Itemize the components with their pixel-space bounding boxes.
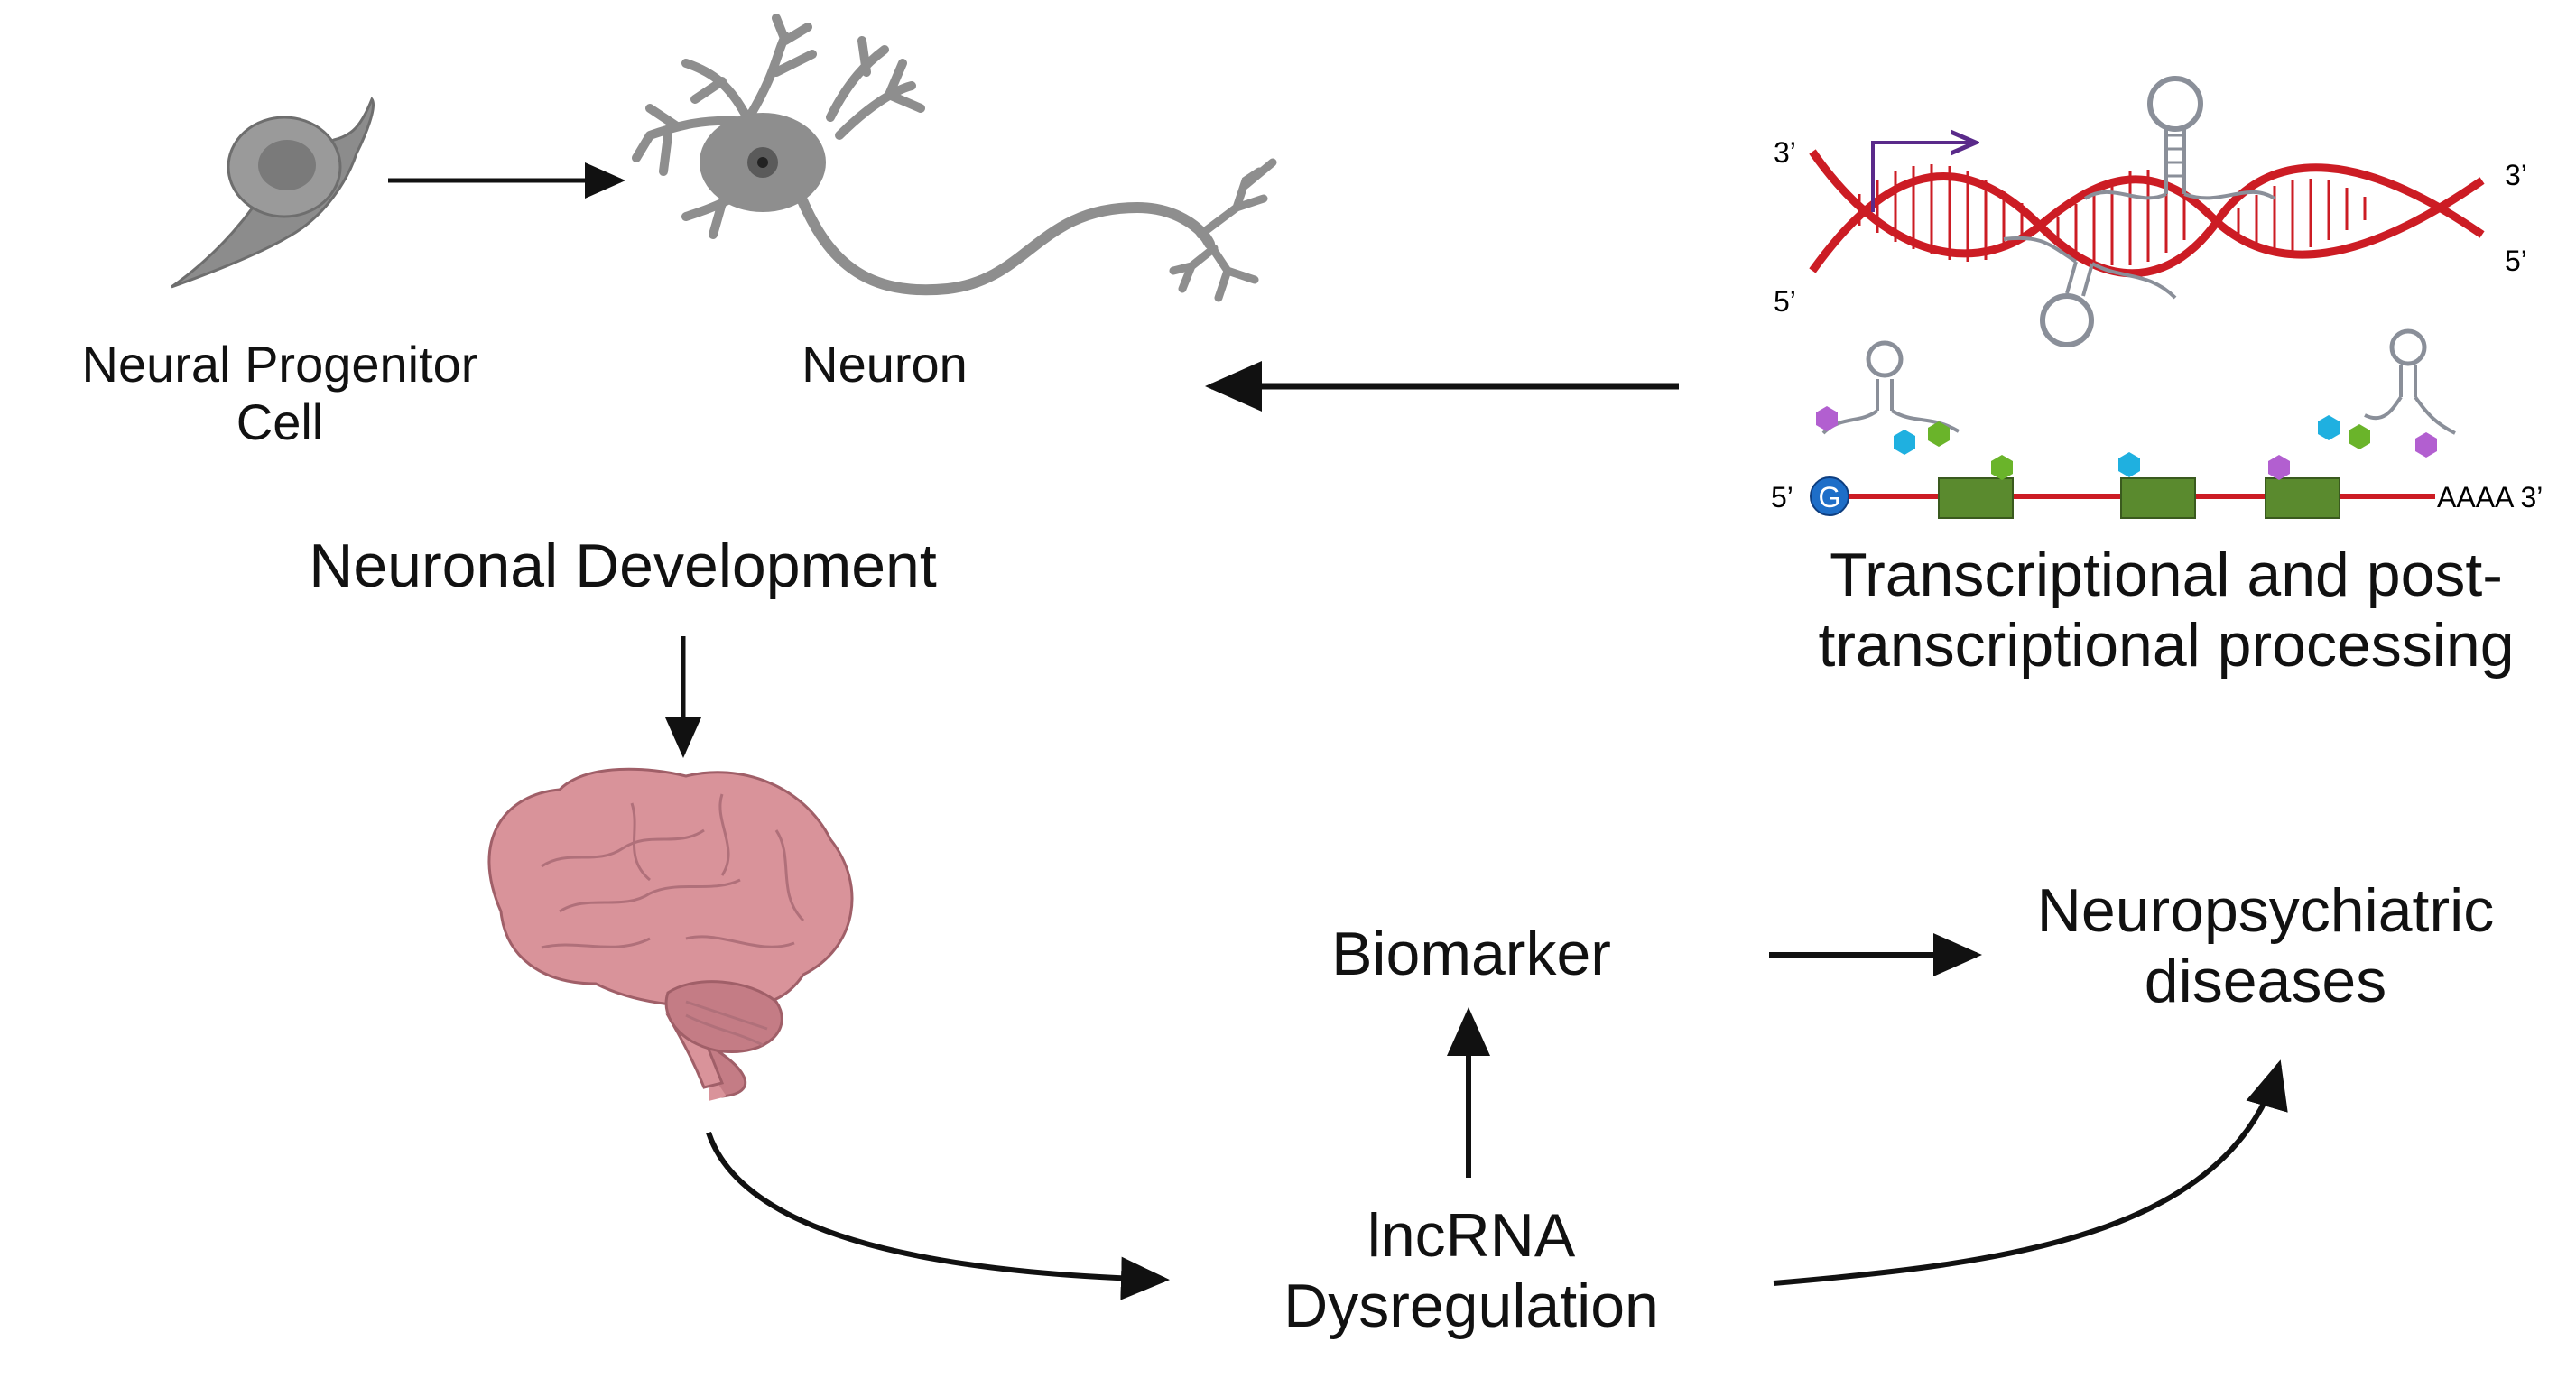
brain-icon bbox=[487, 767, 854, 1101]
dna-bottom-left-label: 5’ bbox=[1774, 285, 1796, 318]
mrna-cap-label: G bbox=[1819, 481, 1841, 513]
lncrna-label-line2: Dysregulation bbox=[1283, 1272, 1659, 1341]
dna-top-right-label: 3’ bbox=[2505, 159, 2527, 191]
diseases-label-line1: Neuropsychiatric bbox=[2036, 876, 2495, 945]
diseases-label-line2: diseases bbox=[2144, 947, 2387, 1016]
diseases-label: Neuropsychiatric diseases bbox=[1968, 875, 2563, 1016]
biomarker-label: Biomarker bbox=[1331, 920, 1611, 988]
processing-label-line1: Transcriptional and post- bbox=[1830, 541, 2503, 609]
progenitor-label: Neural Progenitor Cell bbox=[36, 336, 524, 452]
mrna-tail-label: AAAA 3’ bbox=[2437, 481, 2543, 513]
mrna-5prime-label: 5’ bbox=[1771, 481, 1793, 513]
arrow-brain-to-lncrna bbox=[706, 1132, 1170, 1300]
neuron-icon bbox=[632, 14, 1277, 302]
processing-label-line2: transcriptional processing bbox=[1818, 611, 2515, 680]
neuronal-development-label: Neuronal Development bbox=[309, 532, 937, 600]
lncrna-label-line1: lncRNA bbox=[1367, 1201, 1576, 1270]
mrna-strand-icon bbox=[1810, 328, 2456, 519]
arrow-lncrna-to-diseases bbox=[1773, 1059, 2288, 1286]
lncrna-dysregulation-label: lncRNA Dysregulation bbox=[1209, 1200, 1733, 1341]
dna-top-left-label: 3’ bbox=[1774, 136, 1796, 169]
progenitor-label-line2: Cell bbox=[236, 393, 324, 451]
dna-helix-icon bbox=[1809, 76, 2485, 347]
progenitor-label-line1: Neural Progenitor bbox=[81, 336, 478, 393]
dna-bottom-right-label: 5’ bbox=[2505, 245, 2527, 277]
progenitor-cell-icon bbox=[171, 96, 375, 289]
processing-label: Transcriptional and post- transcriptiona… bbox=[1769, 540, 2563, 680]
neuron-label: Neuron bbox=[802, 336, 968, 393]
